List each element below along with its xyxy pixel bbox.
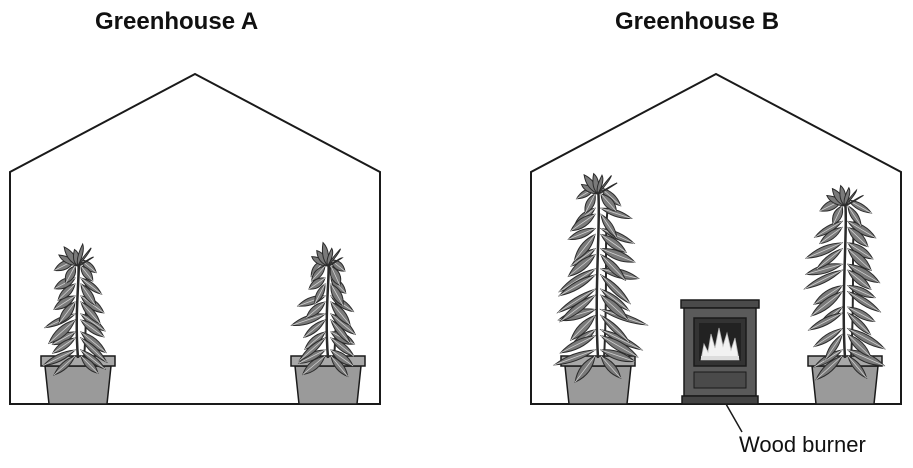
plant-stem [844, 198, 846, 358]
fire-embers [701, 356, 739, 360]
plant-greenhouse-a-left [41, 244, 115, 404]
plant-stem [77, 258, 79, 358]
plant-stem [327, 258, 329, 358]
plant-greenhouse-a-right [291, 243, 365, 404]
plant-stem [597, 186, 599, 358]
wood-burner [681, 300, 759, 404]
plant-pot [45, 366, 111, 404]
wood-burner-top [681, 300, 759, 308]
plant-pot [565, 366, 631, 404]
plant-greenhouse-b-right [805, 186, 885, 404]
wood-burner-label: Wood burner [739, 432, 866, 458]
wood-burner-ash-pan [694, 372, 746, 388]
wood-burner-callout-line [726, 404, 742, 432]
plant-greenhouse-b-left [554, 174, 646, 404]
wood-burner-base [682, 396, 758, 404]
